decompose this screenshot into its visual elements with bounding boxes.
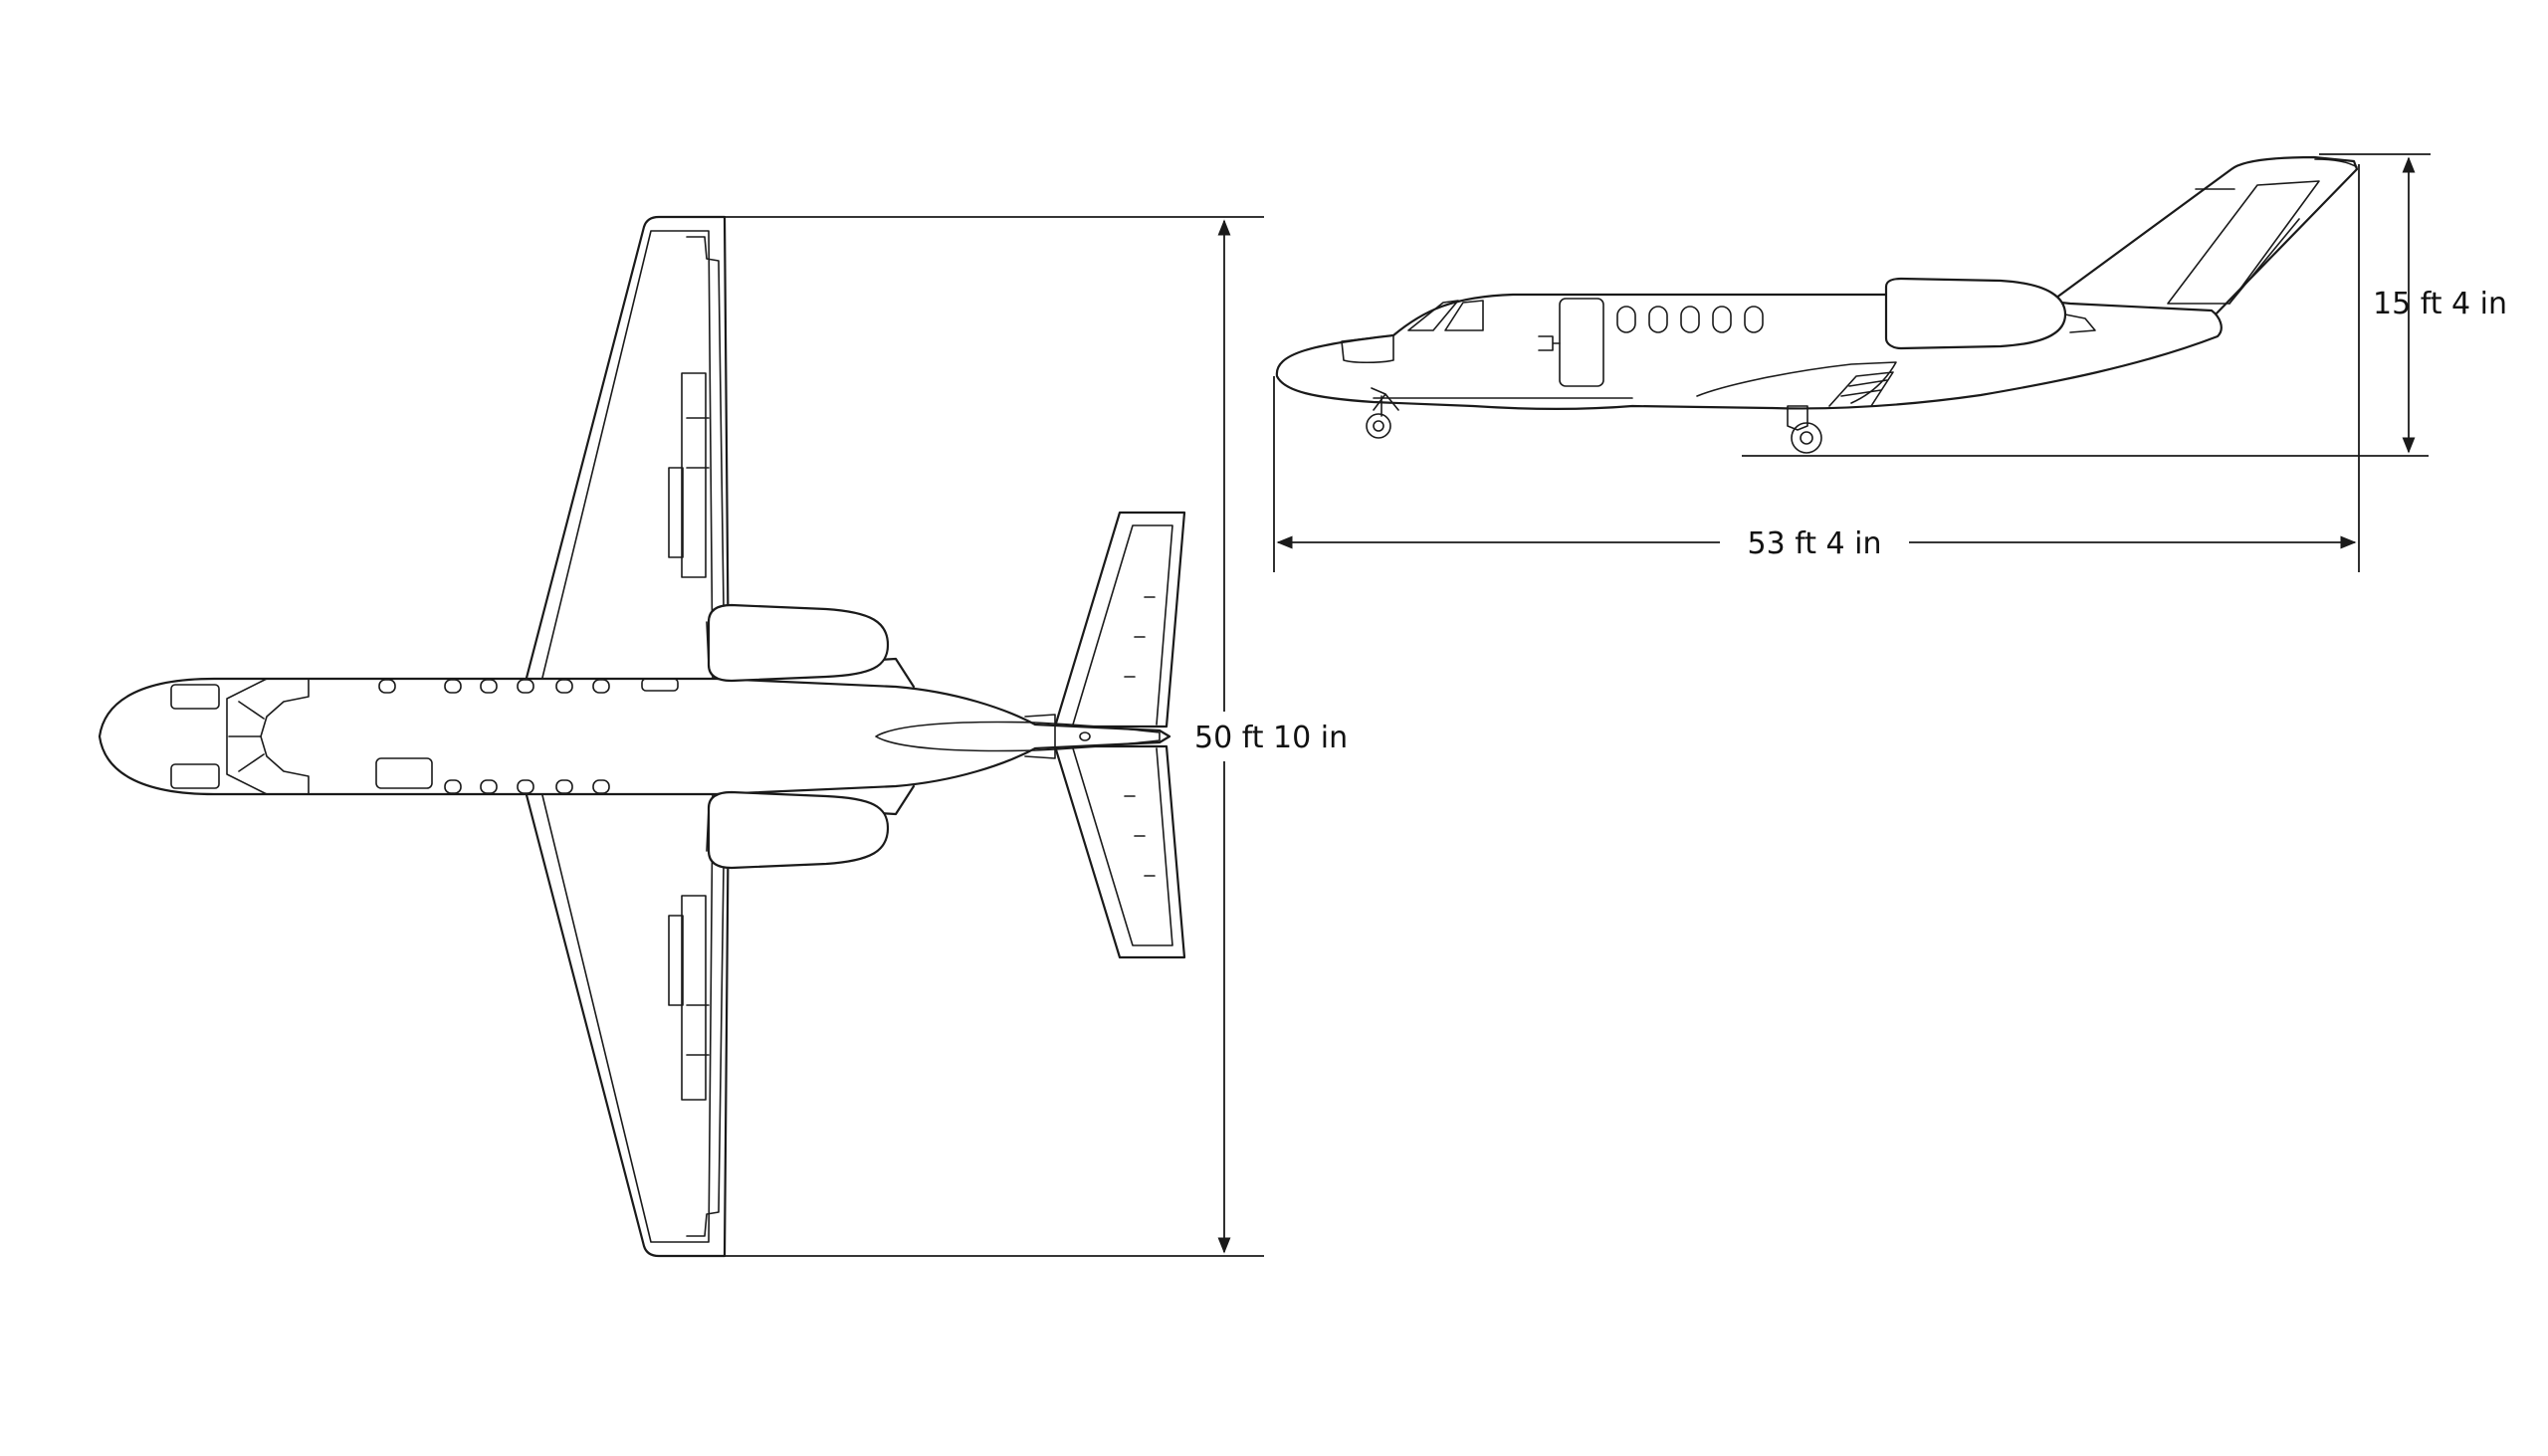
wingspan-dimension: 50 ft 10 in	[725, 216, 1348, 1257]
engine-lower	[706, 784, 916, 870]
engine-upper	[706, 603, 916, 689]
side-view: 53 ft 4 in 15 ft 4 in	[1273, 153, 2507, 572]
wing-side	[1696, 361, 1897, 407]
main-gear	[1787, 405, 1822, 454]
nose-gear	[1366, 387, 1399, 439]
vertical-tail	[2046, 155, 2359, 320]
top-view: 50 ft 10 in	[98, 215, 1348, 1258]
wingspan-label: 50 ft 10 in	[1194, 721, 1348, 755]
horizontal-stabilizer-upper	[1053, 511, 1186, 728]
length-label: 53 ft 4 in	[1747, 526, 1881, 561]
fuselage-side	[1275, 293, 2223, 411]
upper-wing	[524, 215, 731, 684]
fuselage-top	[98, 677, 1171, 796]
engine-side	[1884, 277, 2096, 350]
height-dimension: 15 ft 4 in	[2319, 153, 2507, 454]
lower-wing	[524, 789, 731, 1258]
height-label: 15 ft 4 in	[2373, 287, 2507, 321]
horizontal-stabilizer-lower	[1053, 744, 1186, 959]
length-dimension: 53 ft 4 in	[1273, 164, 2360, 572]
